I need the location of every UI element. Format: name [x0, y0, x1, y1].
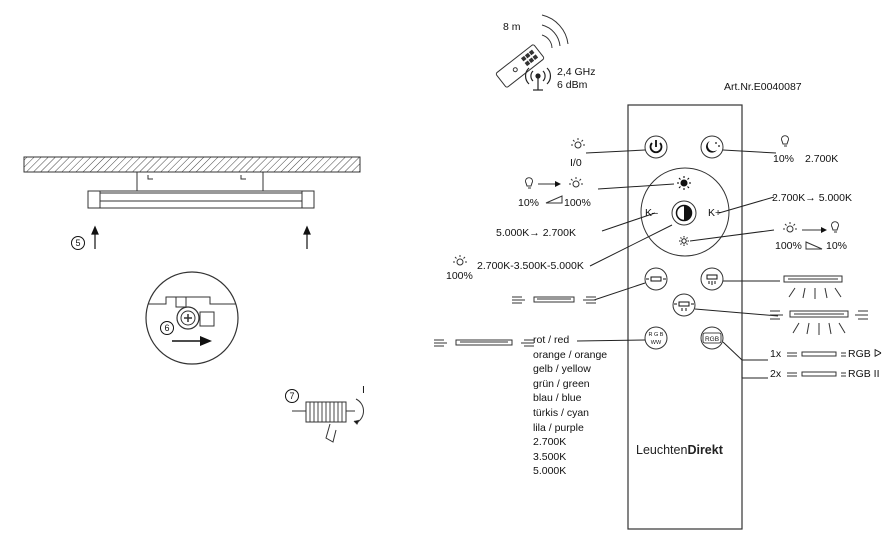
rgb-2x-count: 2x: [770, 368, 782, 380]
slide-right-arrow: [172, 336, 212, 346]
color-item: türkis / cyan: [533, 406, 590, 419]
contrast-icon: [675, 204, 693, 222]
panel-rgb-2x: [787, 371, 846, 377]
brand-bold: Direkt: [687, 443, 723, 457]
rgb-1x-count: 1x: [770, 348, 782, 360]
rgbww-button-bottom: WW: [651, 340, 662, 346]
power-button[interactable]: [644, 135, 668, 159]
frequency-label: 2,4 GHz: [557, 66, 596, 78]
moon-icon: [706, 141, 717, 153]
ceiling-panel-light: [87, 190, 315, 209]
all-light-button[interactable]: [672, 293, 696, 317]
side-emit-icon: [646, 276, 666, 282]
mount-bracket: [136, 172, 264, 193]
rgb-button-label: RGB: [705, 336, 719, 343]
brightness-to: 100%: [564, 197, 591, 209]
rgb-2x-label: RGB II: [848, 368, 880, 380]
rgbww-button[interactable]: R G B WW: [644, 326, 668, 350]
down-light-button[interactable]: [700, 267, 724, 291]
range-label: 8 m: [503, 21, 521, 33]
k-minus-label: K–: [645, 207, 658, 219]
dim-to: 10%: [826, 240, 848, 252]
terminal-block: [292, 398, 364, 443]
color-item: lila / purple: [533, 421, 584, 434]
color-item: orange / orange: [533, 348, 608, 361]
color-item: 2.700K: [533, 436, 567, 449]
panel-down-glow: [783, 275, 843, 299]
push-up-arrow: [91, 225, 311, 249]
k-plus-range: 2.700K→ 5.000K: [772, 192, 852, 204]
remote-control: [627, 104, 743, 530]
rgbww-button-top: R G B: [649, 332, 664, 338]
rgb-button[interactable]: RGB: [700, 326, 724, 350]
brightness-up-button[interactable]: [677, 176, 691, 190]
callout-icons: [453, 135, 839, 266]
step-7-rotation-mark: I: [362, 384, 365, 396]
night-label-right: 2.700K: [805, 153, 839, 165]
ceiling-mount: [23, 156, 361, 249]
side-light-button[interactable]: [644, 267, 668, 291]
color-item: 5.000K: [533, 465, 567, 478]
small-sun-icon: [679, 236, 689, 246]
panel-rgb-glow: [434, 339, 534, 347]
step-5-marker: 5: [71, 236, 85, 250]
panel-all-glow: [770, 310, 868, 335]
rgb-1x-label: RGB ᐅ: [848, 348, 882, 360]
step-7-marker: 7: [285, 389, 299, 403]
k-plus-label: K+: [708, 207, 722, 219]
k-minus-range: 5.000K→ 2.700K: [496, 227, 576, 239]
brand-logo: LeuchtenDirekt: [636, 443, 723, 457]
cct-cycle-label: 2.700K-3.500K-5.000K: [477, 260, 584, 272]
brightness-from: 10%: [518, 197, 540, 209]
dim-from: 100%: [775, 240, 802, 252]
night-button[interactable]: [700, 135, 724, 159]
article-number: Art.Nr.E0040087: [724, 81, 802, 93]
cct-cycle-percent: 100%: [446, 270, 473, 282]
all-emit-icon: [674, 301, 694, 311]
callout-lines: [576, 149, 780, 379]
panel-side-glow: [512, 296, 596, 304]
color-item: grün / green: [533, 377, 590, 390]
down-emit-icon: [706, 274, 718, 285]
color-item: gelb / yellow: [533, 363, 591, 376]
sun-icon: [677, 176, 691, 190]
antenna-icon: [525, 67, 551, 91]
power-output-label: 6 dBm: [557, 79, 588, 91]
color-list: rot / red orange / orange gelb / yellow …: [533, 334, 607, 477]
night-label-left: 10%: [773, 153, 795, 165]
brand-light: Leuchten: [636, 443, 688, 457]
screw-icon: [176, 306, 200, 330]
mode-center-button[interactable]: [671, 200, 697, 226]
step-6-marker: 6: [160, 321, 174, 335]
detail-lock: [145, 271, 239, 365]
color-item: rot / red: [533, 334, 570, 346]
brightness-down-button[interactable]: [679, 236, 689, 246]
color-item: blau / blue: [533, 392, 582, 405]
ceiling-slab: [23, 156, 361, 173]
power-icon: [649, 140, 663, 154]
power-label: I/0: [570, 157, 582, 169]
color-item: 3.500K: [533, 450, 567, 463]
handheld-remote-icon: [495, 14, 569, 88]
panel-rgb-1x: [787, 351, 846, 357]
